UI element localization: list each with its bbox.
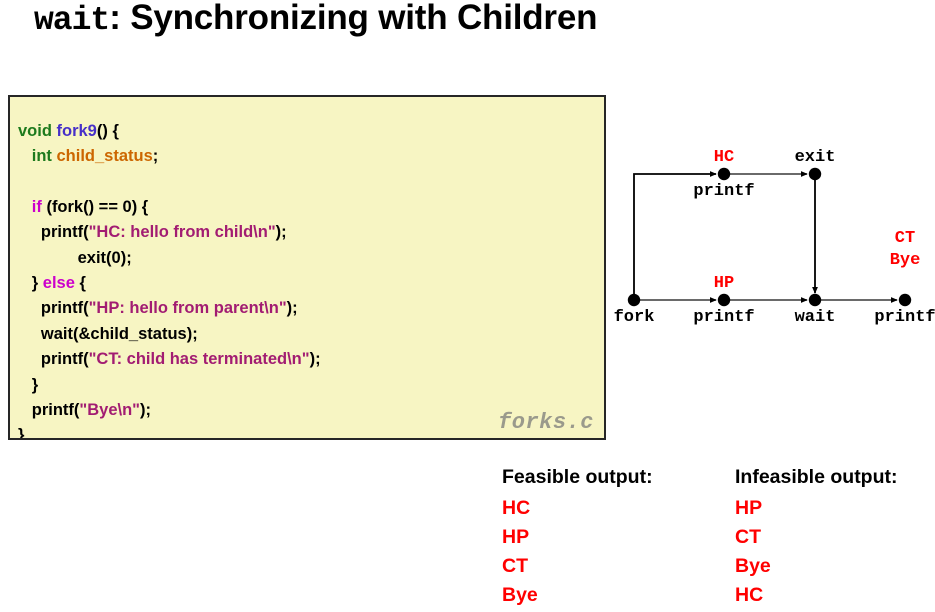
code-line: int child_status; bbox=[18, 146, 159, 165]
output-line: Bye bbox=[735, 555, 771, 577]
graph-node-label-below-wait: wait bbox=[795, 308, 836, 327]
graph-node-label-below-child-printf: printf bbox=[693, 182, 754, 201]
code-token: ); bbox=[309, 350, 321, 369]
code-token: printf( bbox=[18, 223, 89, 242]
graph-node-label-above-child-printf: HC bbox=[714, 148, 734, 167]
code-token: ); bbox=[286, 299, 298, 318]
code-line: if (fork() == 0) { bbox=[18, 198, 148, 216]
feasible-output-heading: Feasible output: bbox=[502, 466, 653, 488]
output-line: CT bbox=[735, 526, 761, 548]
output-line: HC bbox=[735, 584, 764, 606]
code-line: wait(&child_status); bbox=[18, 325, 198, 343]
graph-node-child-printf bbox=[717, 167, 731, 181]
graph-edges bbox=[633, 171, 898, 303]
code-token: "HP: hello from parent\n" bbox=[88, 299, 287, 318]
page-title-mono-part: wait bbox=[34, 2, 110, 39]
code-token: } bbox=[18, 426, 25, 440]
code-token: int bbox=[18, 146, 57, 165]
feasible-output-column: Feasible output: HC HP CT Bye bbox=[502, 466, 653, 610]
code-token: } bbox=[18, 273, 43, 292]
graph-stacked-label-1: Bye bbox=[890, 251, 921, 270]
code-line: } bbox=[18, 426, 25, 440]
code-line: printf("Bye\n"); bbox=[18, 401, 151, 419]
code-token: printf( bbox=[18, 350, 89, 369]
graph-node-exit bbox=[808, 167, 822, 181]
output-line: Bye bbox=[502, 584, 538, 606]
code-token: { bbox=[74, 273, 86, 292]
code-token: } bbox=[18, 375, 39, 394]
code-token: fork9 bbox=[56, 121, 97, 140]
code-token: child_status bbox=[56, 146, 153, 165]
graph-node-parent-printf bbox=[717, 293, 731, 307]
graph-node-final-printf bbox=[898, 293, 912, 307]
edge-fork-to-child-printf bbox=[633, 171, 717, 300]
code-line: printf("CT: child has terminated\n"); bbox=[18, 350, 321, 368]
code-line: exit(0); bbox=[18, 249, 132, 267]
code-token: if bbox=[31, 197, 42, 216]
code-token: "Bye\n" bbox=[79, 400, 140, 419]
code-token: exit(0); bbox=[18, 248, 132, 267]
code-token: "CT: child has terminated\n" bbox=[88, 350, 310, 369]
graph-node-wait bbox=[808, 293, 822, 307]
output-line: CT bbox=[502, 555, 528, 577]
page-title-rest: : Synchronizing with Children bbox=[109, 0, 598, 37]
code-line: } else { bbox=[18, 274, 86, 292]
code-token: ; bbox=[152, 146, 159, 165]
graph-nodes bbox=[627, 167, 912, 307]
code-listing: void fork9() { int child_status; if (for… bbox=[18, 119, 321, 440]
page-title: wait: Synchronizing with Children bbox=[34, 0, 598, 39]
code-token: ); bbox=[139, 400, 151, 419]
infeasible-output-heading: Infeasible output: bbox=[735, 466, 898, 488]
code-token: () { bbox=[96, 121, 119, 140]
code-line: void fork9() { bbox=[18, 122, 119, 140]
output-line: HP bbox=[735, 497, 763, 519]
code-token: else bbox=[42, 273, 75, 292]
feasible-output-list: HC HP CT Bye bbox=[502, 494, 653, 610]
code-token: "HC: hello from child\n" bbox=[88, 223, 276, 242]
code-token: wait(&child_status); bbox=[18, 324, 198, 343]
graph-node-label-above-exit: exit bbox=[795, 148, 836, 167]
graph-node-label-below-fork: fork bbox=[614, 308, 655, 327]
code-token bbox=[18, 198, 32, 216]
code-token: printf( bbox=[18, 299, 89, 318]
code-file-label: forks.c bbox=[498, 410, 594, 435]
graph-stacked-label-0: CT bbox=[895, 229, 915, 248]
code-token: printf( bbox=[18, 400, 80, 419]
graph-node-label-below-parent-printf: printf bbox=[693, 308, 754, 327]
code-token: void bbox=[18, 121, 57, 140]
code-token: ); bbox=[275, 223, 287, 242]
code-token: (fork() == 0) { bbox=[41, 197, 149, 216]
graph-node-label-below-final-printf: printf bbox=[874, 308, 935, 327]
graph-node-fork bbox=[627, 293, 641, 307]
code-line: printf("HC: hello from child\n"); bbox=[18, 223, 287, 241]
output-line: HC bbox=[502, 497, 531, 519]
code-block: void fork9() { int child_status; if (for… bbox=[8, 95, 606, 440]
code-line: } bbox=[18, 376, 38, 394]
output-line: HP bbox=[502, 526, 530, 548]
code-line: printf("HP: hello from parent\n"); bbox=[18, 299, 298, 317]
graph-node-label-above-parent-printf: HP bbox=[714, 274, 734, 293]
